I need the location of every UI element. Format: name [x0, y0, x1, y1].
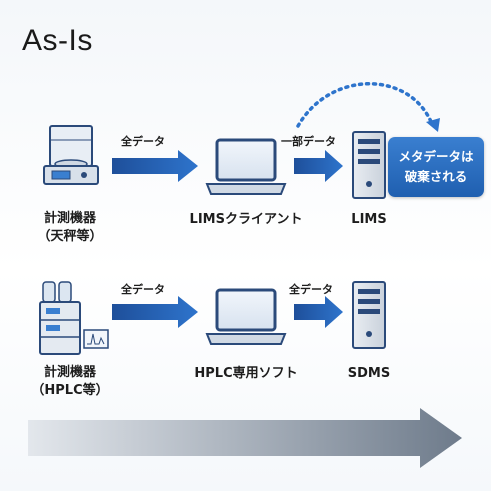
row1-source-label: 計測機器 （天秤等） [20, 210, 120, 246]
row1-source-line2: （天秤等） [37, 229, 103, 244]
laptop-icon-row2 [205, 288, 287, 345]
metadata-discarded-badge: メタデータは 破棄される [388, 137, 484, 197]
discard-dotted-arrow [296, 82, 440, 132]
row1-source-line1: 計測機器 [43, 211, 96, 226]
row1-client-label: LIMSクライアント [189, 212, 303, 227]
arrow-row2-2 [294, 296, 343, 328]
row2-arrow1-label: 全データ [121, 283, 165, 296]
arrow-row1-2 [294, 150, 343, 182]
page-title: As-Is [22, 24, 93, 57]
badge-line2: 破棄される [404, 169, 468, 184]
row1-arrow1-label: 全データ [121, 135, 165, 148]
hplc-icon [39, 281, 109, 355]
row2-client-label: HPLC専用ソフト [194, 366, 298, 381]
badge-line1: メタデータは [398, 149, 474, 164]
server-icon-row2 [352, 281, 386, 349]
server-icon [352, 131, 386, 199]
balance-icon [43, 125, 99, 185]
row1-arrow2-label: 一部データ [281, 135, 336, 148]
arrow-row1-1 [112, 150, 198, 182]
row1-server-label: LIMS [351, 212, 387, 227]
row2-source-line1: 計測機器 [43, 365, 96, 380]
row2-source-line2: （HPLC等） [31, 383, 109, 398]
row2-server-label: SDMS [347, 366, 391, 381]
arrow-row2-1 [112, 296, 198, 328]
laptop-icon [205, 138, 287, 195]
row2-source-label: 計測機器 （HPLC等） [20, 364, 120, 400]
row2-arrow2-label: 全データ [289, 283, 333, 296]
timeline-arrow [28, 408, 462, 468]
